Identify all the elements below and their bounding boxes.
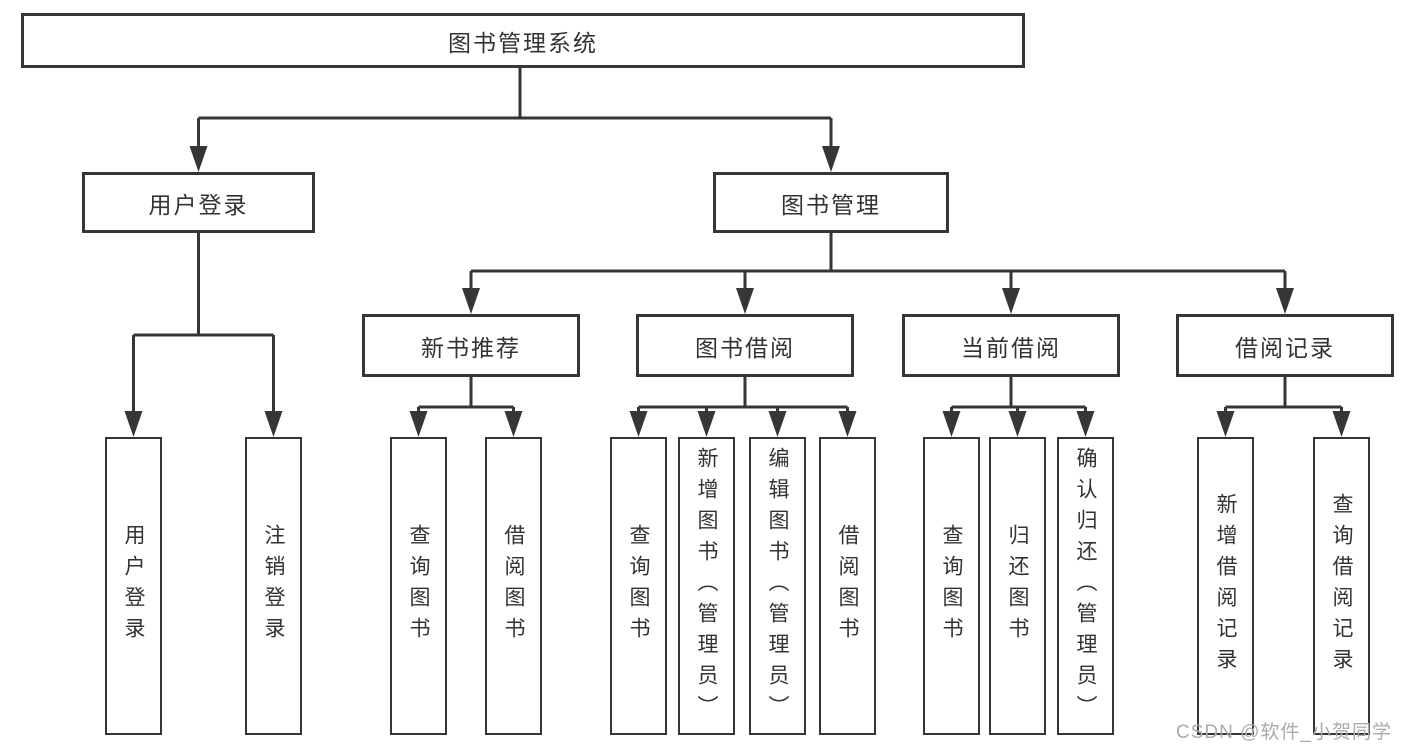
arrow-down-icon [462, 288, 480, 314]
arrow-down-icon [697, 411, 716, 437]
arrow-down-icon [409, 411, 428, 437]
leaf-newbook-query-books: 查询图书 [390, 437, 447, 735]
arrow-down-icon [629, 411, 648, 437]
leaf-query-borrow-record: 查询借阅记录 [1313, 437, 1370, 735]
arrow-down-icon [1002, 288, 1020, 314]
leaf-edit-books-admin: 编辑图书（管理员） [749, 437, 806, 735]
node-book-borrow: 图书借阅 [636, 314, 854, 377]
arrow-down-icon [838, 411, 857, 437]
csdn-watermark: CSDN @软件_小贺同学 [1176, 722, 1392, 743]
node-book-management: 图书管理 [713, 172, 949, 233]
node-user-login: 用户登录 [82, 172, 315, 233]
node-label: 查询借阅记录 [1330, 493, 1353, 679]
arrow-down-icon [124, 411, 143, 437]
leaf-current-query-books: 查询图书 [923, 437, 980, 735]
node-label: 借阅图书 [502, 524, 525, 648]
arrow-down-icon [822, 146, 840, 172]
node-label: 归还图书 [1006, 524, 1029, 648]
node-label: 新书推荐 [421, 334, 521, 361]
leaf-user-login: 用户登录 [105, 437, 162, 735]
node-library-system: 图书管理系统 [21, 13, 1025, 68]
arrow-down-icon [942, 411, 961, 437]
node-label: 新增借阅记录 [1214, 493, 1237, 679]
node-label: 图书管理 [781, 191, 881, 218]
leaf-add-borrow-record: 新增借阅记录 [1197, 437, 1254, 735]
leaf-confirm-return-admin: 确认归还（管理员） [1057, 437, 1114, 735]
node-label: 注销登录 [262, 524, 285, 648]
leaf-add-books-admin: 新增图书（管理员） [678, 437, 735, 735]
node-label: 编辑图书（管理员） [766, 446, 789, 726]
leaf-return-books: 归还图书 [989, 437, 1046, 735]
leaf-borrow-query-books: 查询图书 [610, 437, 667, 735]
node-label: 图书借阅 [695, 334, 795, 361]
node-label: 查询图书 [627, 524, 650, 648]
arrow-down-icon [736, 288, 754, 314]
arrowheads [124, 146, 1351, 437]
node-label: 新增图书（管理员） [695, 446, 718, 726]
node-label: 当前借阅 [961, 334, 1061, 361]
arrow-down-icon [1008, 411, 1027, 437]
arrow-down-icon [1276, 288, 1294, 314]
arrow-down-icon [264, 411, 283, 437]
node-borrow-records: 借阅记录 [1176, 314, 1394, 377]
node-label: 图书管理系统 [448, 29, 598, 56]
node-label: 用户登录 [122, 524, 145, 648]
node-label: 查询图书 [940, 524, 963, 648]
arrow-down-icon [1076, 411, 1095, 437]
leaf-newbook-borrow-books: 借阅图书 [485, 437, 542, 735]
node-label: 确认归还（管理员） [1074, 446, 1097, 726]
node-label: 查询图书 [407, 524, 430, 648]
arrow-down-icon [768, 411, 787, 437]
node-new-book-recommend: 新书推荐 [362, 314, 580, 377]
leaf-logout: 注销登录 [245, 437, 302, 735]
arrow-down-icon [504, 411, 523, 437]
node-label: 用户登录 [148, 191, 249, 218]
arrow-down-icon [1332, 411, 1351, 437]
arrow-down-icon [1216, 411, 1235, 437]
node-current-borrow: 当前借阅 [902, 314, 1120, 377]
arrow-down-icon [189, 146, 208, 172]
node-label: 借阅图书 [836, 524, 859, 648]
leaf-borrow-books: 借阅图书 [819, 437, 876, 735]
node-label: 借阅记录 [1235, 334, 1335, 361]
